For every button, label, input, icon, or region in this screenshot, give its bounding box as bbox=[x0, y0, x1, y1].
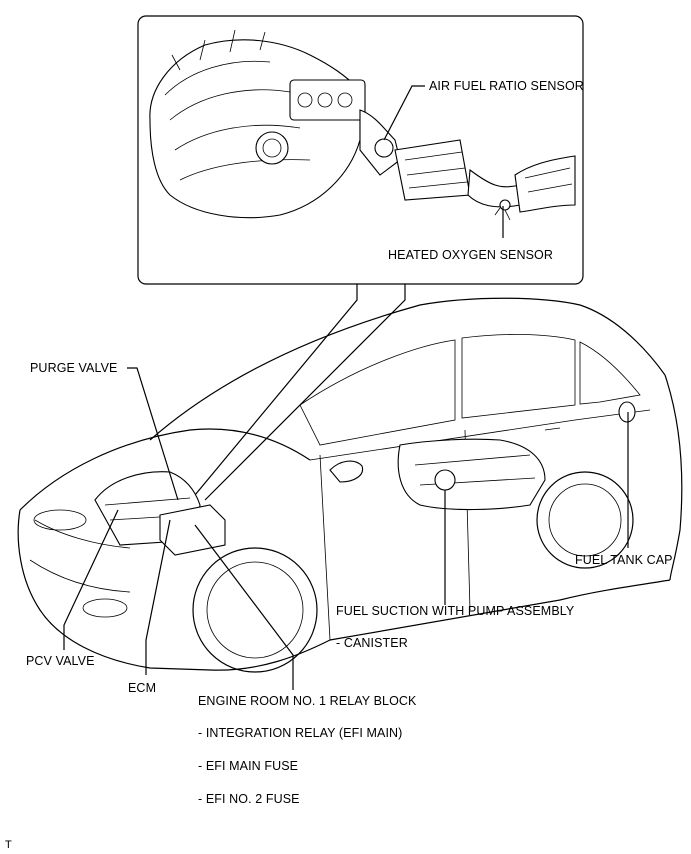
label-purge-valve: PURGE VALVE bbox=[30, 361, 118, 375]
leader-lines bbox=[63, 367, 629, 690]
label-integration-relay: - INTEGRATION RELAY (EFI MAIN) bbox=[198, 726, 403, 740]
label-pcv-valve: PCV VALVE bbox=[26, 654, 95, 668]
label-air-fuel-ratio-sensor: AIR FUEL RATIO SENSOR bbox=[429, 79, 584, 93]
engine-inset-box bbox=[137, 15, 584, 501]
label-canister: - CANISTER bbox=[336, 636, 408, 650]
corner-mark: T bbox=[5, 839, 12, 851]
vehicle-illustration bbox=[17, 297, 683, 673]
label-ecm: ECM bbox=[128, 681, 157, 695]
label-efi-main-fuse: - EFI MAIN FUSE bbox=[198, 759, 299, 773]
leader-air-fuel-ratio bbox=[383, 85, 425, 141]
label-heated-oxygen-sensor: HEATED OXYGEN SENSOR bbox=[388, 248, 553, 262]
label-fuel-tank-cap: FUEL TANK CAP bbox=[575, 553, 673, 567]
label-efi-no2-fuse: - EFI NO. 2 FUSE bbox=[198, 792, 300, 806]
label-fuel-suction: FUEL SUCTION WITH PUMP ASSEMBLY bbox=[336, 604, 575, 618]
label-relay-block: ENGINE ROOM NO. 1 RELAY BLOCK bbox=[198, 694, 417, 708]
engine-illustration bbox=[149, 29, 576, 221]
